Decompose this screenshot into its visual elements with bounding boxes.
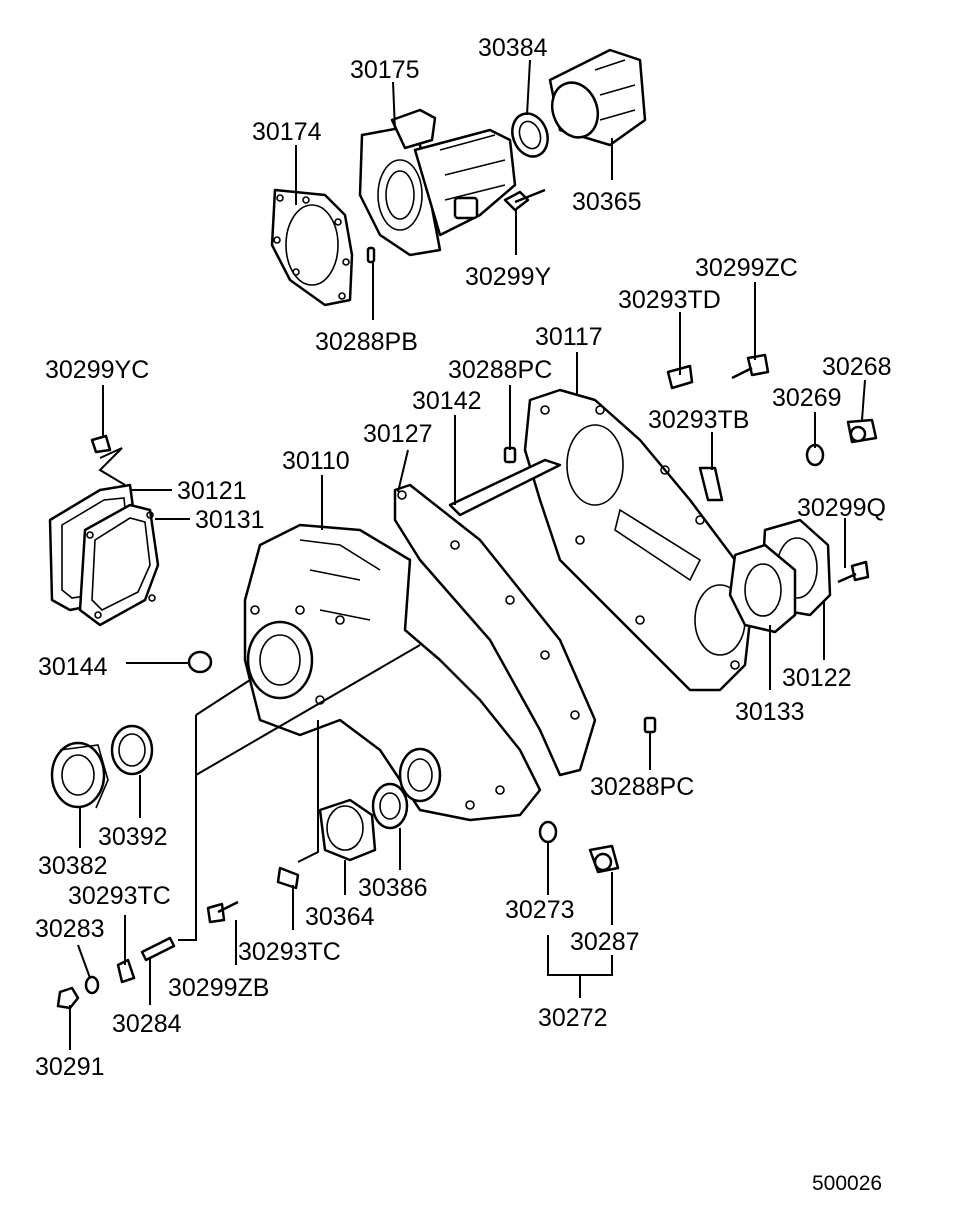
label-30121: 30121 xyxy=(177,477,247,505)
label-30268: 30268 xyxy=(822,353,892,381)
part-30142-gasket-strip xyxy=(448,446,562,517)
label-30283: 30283 xyxy=(35,915,105,943)
label-30142: 30142 xyxy=(412,387,482,415)
label-30273: 30273 xyxy=(505,896,575,924)
part-30268-plug xyxy=(846,418,878,444)
label-30293TB: 30293TB xyxy=(648,406,749,434)
part-30299ZC-bolt xyxy=(731,353,770,380)
part-30127-gasket xyxy=(393,483,597,777)
label-30293TD: 30293TD xyxy=(618,286,721,314)
part-30288PB-pin xyxy=(366,246,376,264)
part-30293TC-clip-mid xyxy=(276,866,300,890)
part-30382-seal xyxy=(50,741,109,809)
part-30284-stud xyxy=(140,936,176,962)
label-30392: 30392 xyxy=(98,823,168,851)
label-30110: 30110 xyxy=(282,447,350,475)
part-30293TD-clip xyxy=(666,364,694,390)
label-30133: 30133 xyxy=(735,698,805,726)
part-30299ZB-bolt xyxy=(206,900,239,924)
part-30131-gasket xyxy=(78,503,160,627)
part-30133-gasket xyxy=(728,543,797,634)
part-30392-washer xyxy=(110,724,154,776)
part-30384-oil-seal xyxy=(511,112,549,158)
label-30144: 30144 xyxy=(38,653,108,681)
label-30299Y: 30299Y xyxy=(465,263,552,291)
label-30299ZB: 30299ZB xyxy=(168,974,269,1002)
label-30127: 30127 xyxy=(363,420,433,448)
part-30283-washer xyxy=(84,975,100,995)
label-30293TC-mid: 30293TC xyxy=(238,938,341,966)
part-labels: 30384 30175 30174 30365 30299Y 30288PB 3… xyxy=(35,34,892,1195)
part-30299Q-bolt xyxy=(837,560,870,584)
label-30293TC-left: 30293TC xyxy=(68,882,171,910)
part-30110-front-case xyxy=(243,523,542,822)
part-30117-rear-case xyxy=(523,388,752,692)
label-30386: 30386 xyxy=(358,874,428,902)
label-30365: 30365 xyxy=(572,188,642,216)
label-30131: 30131 xyxy=(195,506,265,534)
part-30273-washer xyxy=(538,820,558,844)
label-30117: 30117 xyxy=(535,323,603,351)
label-30299YC: 30299YC xyxy=(45,356,149,384)
label-30288PC-top: 30288PC xyxy=(448,356,552,384)
label-30174: 30174 xyxy=(252,118,322,146)
label-30269: 30269 xyxy=(772,384,842,412)
part-30364-dust-cover xyxy=(318,798,377,862)
part-30386-seal xyxy=(371,782,409,830)
part-30299YC-bolt xyxy=(90,434,112,454)
part-30293TB-clip xyxy=(698,466,724,502)
label-30122: 30122 xyxy=(782,664,852,692)
label-30175: 30175 xyxy=(350,56,420,84)
label-30272: 30272 xyxy=(538,1004,608,1032)
label-30299Q: 30299Q xyxy=(797,494,886,522)
label-30284: 30284 xyxy=(112,1010,182,1038)
part-30287-plug xyxy=(588,844,620,874)
label-30287: 30287 xyxy=(570,928,640,956)
label-30384: 30384 xyxy=(478,34,548,62)
label-30288PC-bottom: 30288PC xyxy=(590,773,694,801)
part-30288PC-pin-bottom xyxy=(643,716,657,734)
label-30299ZC: 30299ZC xyxy=(695,254,798,282)
part-30291-nut xyxy=(56,986,80,1010)
part-30299Y-bolt xyxy=(503,188,546,212)
label-30364: 30364 xyxy=(305,903,375,931)
label-30288PB: 30288PB xyxy=(315,328,418,356)
part-30175-extension-housing xyxy=(358,108,517,257)
part-30144-plug xyxy=(187,650,213,674)
leader-lines xyxy=(69,59,866,1050)
label-30291: 30291 xyxy=(35,1053,105,1081)
label-30382: 30382 xyxy=(38,852,108,880)
diagram-code: 500026 xyxy=(812,1172,882,1195)
part-30365-dust-cover xyxy=(548,48,647,147)
part-30174-gasket xyxy=(270,188,354,307)
